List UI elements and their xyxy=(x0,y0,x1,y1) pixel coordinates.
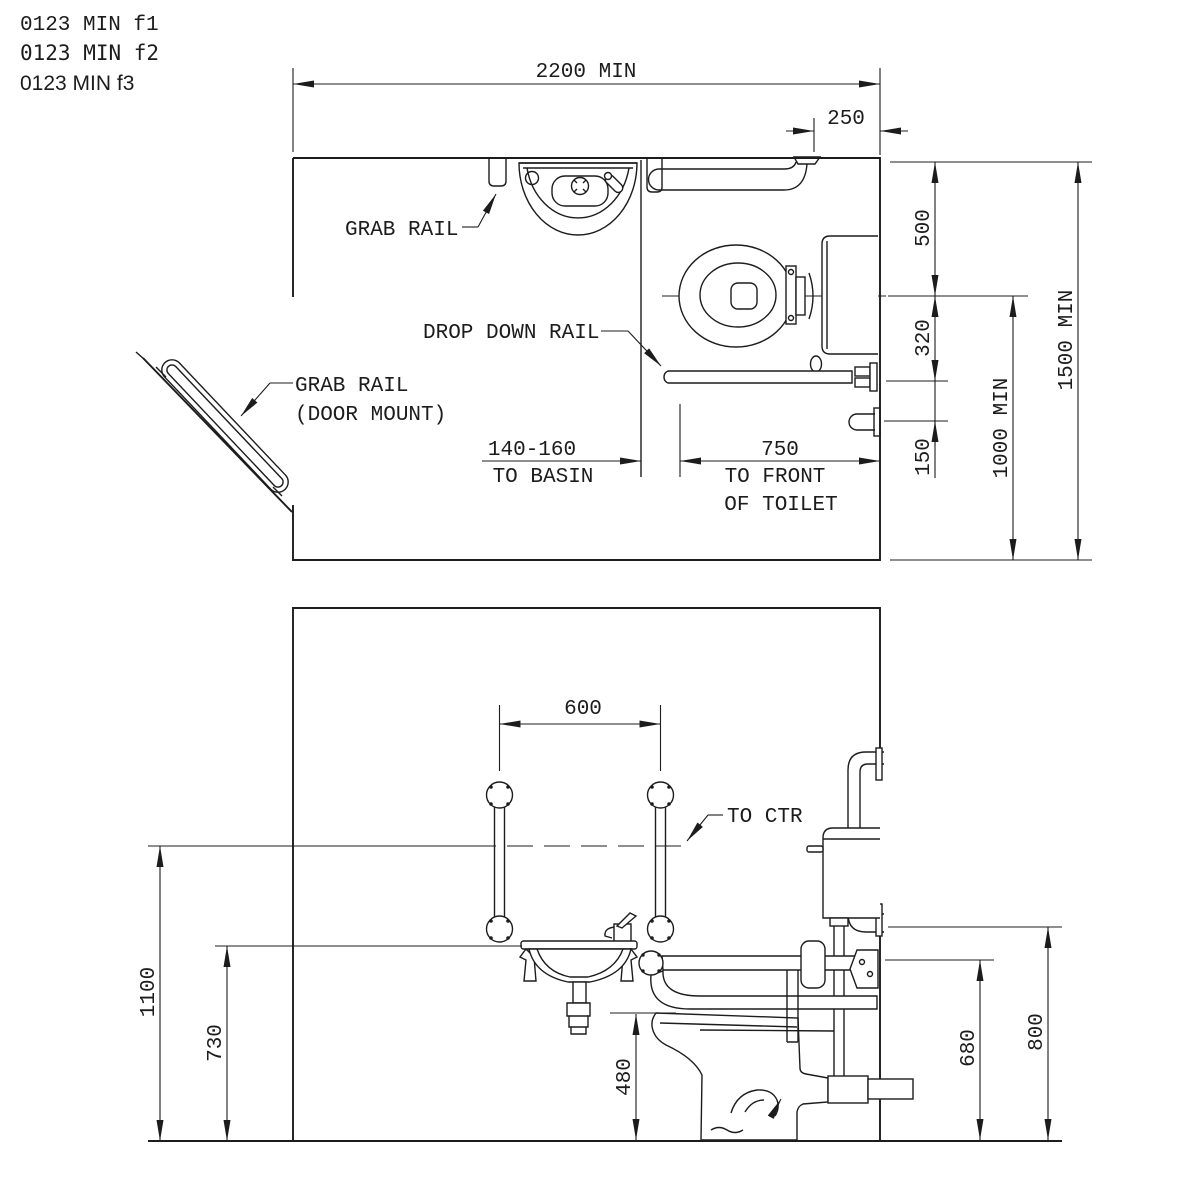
plan-labels: GRAB RAIL DROP DOWN RAIL GRAB RAIL (DOOR… xyxy=(240,193,662,427)
toilet-elevation xyxy=(651,747,914,1141)
label-grab-rail: GRAB RAIL xyxy=(345,219,458,242)
dim-drop-rail-height: 680 xyxy=(958,1029,981,1067)
toilet-plan xyxy=(662,235,886,355)
label-door-grab-rail-2: (DOOR MOUNT) xyxy=(295,404,446,427)
dim-room-depth: 1500 MIN xyxy=(1056,290,1079,391)
dim-toilet-ctr-to-rail: 320 xyxy=(913,319,936,357)
plan-dimensions: 2200 MIN 250 500 320 150 1000 MIN 1500 M… xyxy=(292,61,1092,561)
grab-rail-plan xyxy=(647,156,822,191)
drop-down-rail-plan xyxy=(663,355,878,392)
dim-cistern-rail-height: 800 xyxy=(1026,1013,1049,1051)
label-drop-down-rail: DROP DOWN RAIL xyxy=(423,322,599,345)
dim-wall-to-toilet-ctr: 500 xyxy=(913,209,936,247)
dim-rail-spacing: 600 xyxy=(564,698,602,721)
dim-grab-rail-offset: 250 xyxy=(827,108,865,131)
dim-room-width: 2200 MIN xyxy=(536,61,637,84)
vertical-grab-rails xyxy=(485,781,675,943)
drop-down-rail-elevation xyxy=(638,940,879,1043)
svg-text:0123 MIN f1: 0123 MIN f1 xyxy=(20,14,159,37)
basin-elevation xyxy=(518,912,639,1035)
dim-seat-height: 480 xyxy=(614,1058,637,1096)
basin-plan xyxy=(518,162,638,236)
dim-toilet-ctr-to-back: 1000 MIN xyxy=(991,378,1014,479)
label-door-grab-rail-1: GRAB RAIL xyxy=(295,375,408,398)
dim-toilet-clearance-label2: OF TOILET xyxy=(724,494,837,517)
dim-rail-height: 1100 xyxy=(138,967,161,1017)
dim-toilet-clearance-label1: TO FRONT xyxy=(725,466,826,489)
dim-rail-to-holder: 150 xyxy=(913,438,936,476)
elevation-walls xyxy=(148,607,1062,1142)
svg-text:0123 MIN f2: 0123 MIN f2 xyxy=(20,41,159,65)
plan-view: 2200 MIN 250 500 320 150 1000 MIN 1500 M… xyxy=(135,61,1092,561)
elevation-dimensions: 600 TO CTR 1100 730 480 680 800 xyxy=(138,698,1062,1141)
door-grab-rail xyxy=(155,359,289,497)
elevation-view: 600 TO CTR 1100 730 480 680 800 xyxy=(138,607,1062,1142)
dim-basin-clearance: 140-160 xyxy=(488,439,576,462)
dim-basin-clearance-label: TO BASIN xyxy=(493,466,594,489)
grab-rail-stub-right xyxy=(646,158,663,193)
svg-text:0123 MIN f3: 0123 MIN f3 xyxy=(20,72,134,95)
roll-holder-plan xyxy=(848,407,881,437)
dim-toilet-clearance: 750 xyxy=(761,439,799,462)
dim-basin-height: 730 xyxy=(205,1024,228,1062)
label-to-ctr: TO CTR xyxy=(727,806,803,829)
grab-rail-stub-left xyxy=(488,158,507,187)
